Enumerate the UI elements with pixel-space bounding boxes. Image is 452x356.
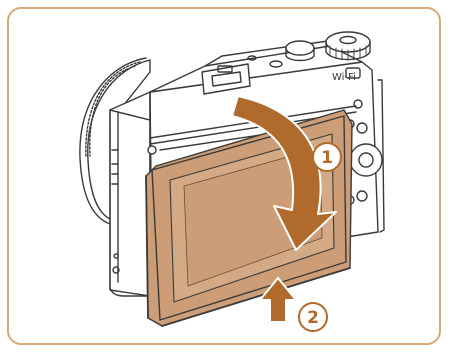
step-2-badge: 2 bbox=[299, 303, 327, 331]
step-1-badge: 1 bbox=[313, 143, 341, 171]
svg-text:2: 2 bbox=[307, 308, 319, 328]
wifi-label: Wi-Fi bbox=[332, 72, 356, 83]
svg-text:1: 1 bbox=[321, 148, 333, 168]
